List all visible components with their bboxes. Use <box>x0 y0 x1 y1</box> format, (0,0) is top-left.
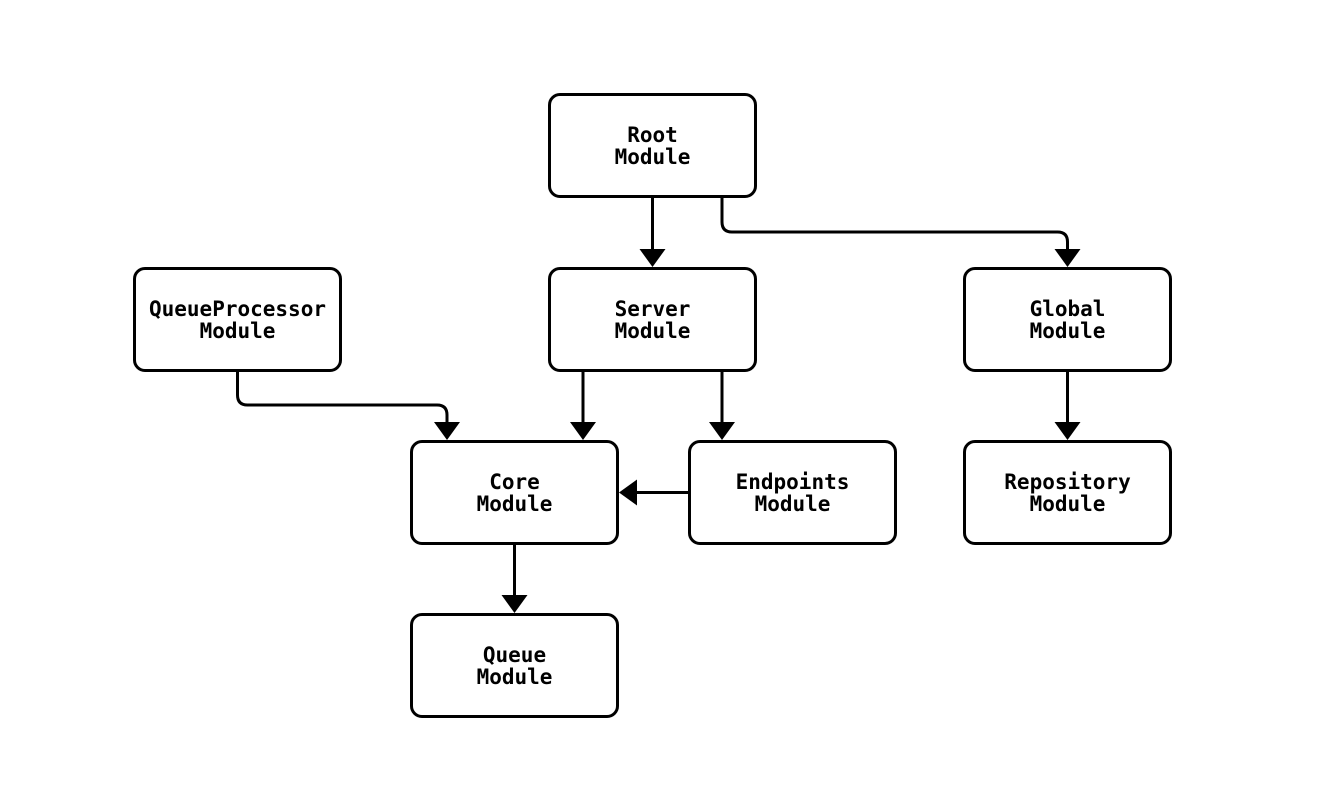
node-queueprocessor-module: QueueProcessor Module <box>133 267 342 372</box>
node-root-module: Root Module <box>548 93 757 198</box>
node-root-module-label: Root Module <box>614 122 691 169</box>
node-global-module-label: Global Module <box>1029 296 1106 343</box>
node-server-module-label: Server Module <box>614 296 691 343</box>
edge-queueprocessor-to-core <box>236 372 449 422</box>
edge-root-to-global <box>720 198 1069 249</box>
edge-core-to-queue-arrowhead <box>501 595 528 613</box>
node-queueprocessor-module-label: QueueProcessor Module <box>148 296 326 343</box>
edge-root-to-server-arrowhead <box>639 249 666 267</box>
edge-server-to-endpoints-arrowhead <box>709 422 735 440</box>
edge-global-to-repository-arrowhead <box>1054 422 1081 440</box>
node-queue-module-label: Queue Module <box>476 642 553 689</box>
node-global-module: Global Module <box>963 267 1172 372</box>
node-repository-module-label: Repository Module <box>1004 469 1131 516</box>
node-core-module: Core Module <box>410 440 619 545</box>
edge-root-to-global-arrowhead <box>1054 249 1081 267</box>
edge-endpoints-to-core-arrowhead <box>619 479 637 506</box>
node-endpoints-module-label: Endpoints Module <box>735 469 850 516</box>
node-repository-module: Repository Module <box>963 440 1172 545</box>
node-core-module-label: Core Module <box>476 469 553 516</box>
node-server-module: Server Module <box>548 267 757 372</box>
node-queue-module: Queue Module <box>410 613 619 718</box>
edge-server-to-core-arrowhead <box>570 422 596 440</box>
node-endpoints-module: Endpoints Module <box>688 440 897 545</box>
edge-queueprocessor-to-core-arrowhead <box>434 422 460 440</box>
